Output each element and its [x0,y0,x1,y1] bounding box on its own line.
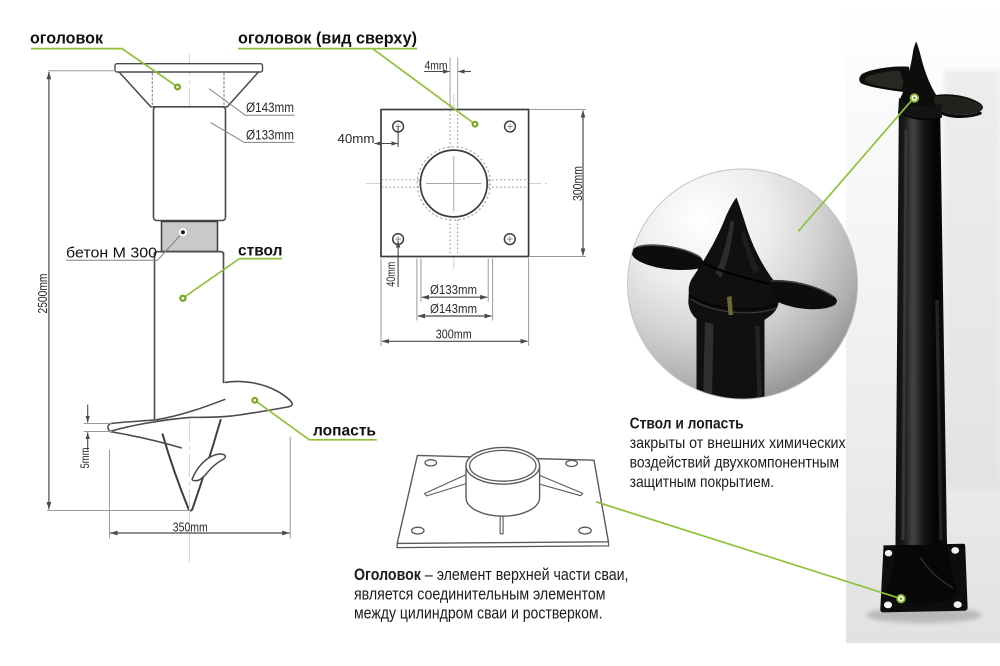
svg-text:40mm: 40mm [386,262,398,287]
svg-text:является соединительным элемен: является соединительным элементом [354,584,606,603]
svg-text:40mm: 40mm [338,131,375,146]
svg-text:300mm: 300mm [436,326,472,341]
svg-text:воздействий двухкомпонентным: воздействий двухкомпонентным [630,455,840,472]
svg-text:350mm: 350mm [173,521,208,535]
svg-text:5mm: 5mm [80,448,92,469]
svg-text:Ø143mm: Ø143mm [246,100,294,115]
svg-text:4mm: 4mm [425,58,448,72]
svg-text:бетон М 300: бетон М 300 [66,244,157,261]
svg-text:защитным покрытием.: защитным покрытием. [630,474,775,491]
svg-text:Ø143mm: Ø143mm [430,301,477,316]
svg-text:Ø133mm: Ø133mm [430,282,477,297]
svg-text:между цилиндром сваи и роствер: между цилиндром сваи и ростверком. [354,604,603,623]
svg-text:Ø133mm: Ø133mm [246,128,294,143]
svg-text:2500mm: 2500mm [36,274,50,314]
svg-text:оголовок: оголовок [30,29,103,48]
svg-text:закрыты от внешних химических: закрыты от внешних химических [630,435,846,452]
svg-text:Ствол и лопасть: Ствол и лопасть [630,415,744,432]
svg-text:300mm: 300mm [571,166,585,201]
svg-text:оголовок (вид сверху): оголовок (вид сверху) [238,29,417,48]
svg-text:лопасть: лопасть [313,423,376,440]
svg-text:Оголовок – элемент верхней час: Оголовок – элемент верхней части сваи, [354,565,629,584]
svg-text:ствол: ствол [238,242,283,259]
